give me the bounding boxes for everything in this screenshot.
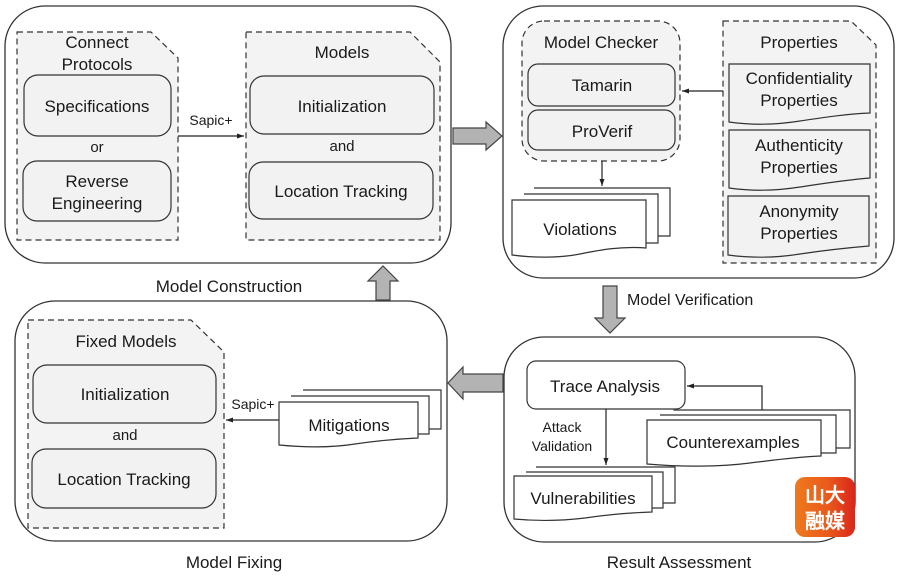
location-tracking-box[interactable] <box>248 161 434 220</box>
reverse-engineering-label-2: Engineering <box>52 194 143 213</box>
model-fixing-panel: Fixed Models Initialization and Location… <box>14 300 448 542</box>
sapic-label-top: Sapic+ <box>189 112 232 128</box>
counterexamples-to-trace-arrow <box>687 383 763 410</box>
vulnerabilities-doc[interactable]: Vulnerabilities <box>513 466 676 521</box>
counterexamples-doc-front <box>646 419 822 467</box>
violations-doc[interactable]: Violations <box>511 187 671 258</box>
specifications-box[interactable] <box>23 74 172 137</box>
fixed-location-tracking-box[interactable] <box>31 448 217 509</box>
violations-label: Violations <box>543 220 616 239</box>
fixed-initialization-box[interactable] <box>32 364 217 424</box>
reverse-engineering-label-1: Reverse <box>65 172 128 191</box>
anonymity-label-1: Anonymity <box>759 202 839 221</box>
fixed-models-group: Fixed Models Initialization and Location… <box>27 319 225 529</box>
arrow-assessment-to-fixing <box>447 365 504 401</box>
authenticity-label-1: Authenticity <box>755 136 843 155</box>
specifications-label: Specifications <box>45 97 150 116</box>
vulnerabilities-doc-front <box>513 475 653 521</box>
attack-validation-label-1: Attack <box>543 419 583 435</box>
or-label: or <box>90 139 103 156</box>
models-title: Models <box>315 43 370 62</box>
reverse-engineering-box[interactable] <box>22 160 172 222</box>
fixed-and-label: and <box>112 427 137 444</box>
connect-protocols-title-2: Protocols <box>62 55 133 74</box>
confidentiality-label-2: Properties <box>760 91 837 110</box>
watermark-logo: 山大 融媒 <box>795 477 855 537</box>
properties-title: Properties <box>760 33 837 52</box>
model-construction-panel: Connect Protocols Specifications or Reve… <box>4 5 452 264</box>
initialization-box[interactable] <box>249 75 435 135</box>
authenticity-properties-doc[interactable] <box>728 129 871 191</box>
watermark-text-2: 融媒 <box>805 510 846 533</box>
connect-protocols-title-1: Connect <box>65 33 129 52</box>
model-verification-panel: Model Checker Tamarin ProVerif Violation… <box>502 5 895 279</box>
model-verification-label: Model Verification <box>627 292 753 309</box>
model-checker-title: Model Checker <box>544 33 659 52</box>
tamarin-label: Tamarin <box>572 76 632 95</box>
fixed-models-title: Fixed Models <box>75 332 176 351</box>
model-checker-group: Model Checker Tamarin ProVerif <box>521 20 681 162</box>
vulnerabilities-label: Vulnerabilities <box>530 489 635 508</box>
mitigations-label: Mitigations <box>308 416 389 435</box>
connect-protocols-group: Connect Protocols Specifications or Reve… <box>16 31 179 241</box>
attack-validation-label-2: Validation <box>532 438 592 454</box>
arrow-construction-to-verification <box>452 120 503 152</box>
mitigations-doc[interactable]: Mitigations <box>278 389 442 448</box>
location-tracking-label: Location Tracking <box>274 182 407 201</box>
anonymity-properties-doc[interactable] <box>727 195 870 258</box>
result-assessment-label: Result Assessment <box>607 553 752 572</box>
proverif-label: ProVerif <box>572 122 633 141</box>
anonymity-label-2: Properties <box>760 224 837 243</box>
fixed-initialization-label: Initialization <box>81 385 170 404</box>
violations-doc-front <box>511 199 647 258</box>
arrow-fixing-to-construction <box>366 265 400 301</box>
result-assessment-panel: Trace Analysis Counterexamples Attack Va… <box>503 336 856 543</box>
models-group: Models Initialization and Location Track… <box>245 31 441 241</box>
confidentiality-properties-doc[interactable] <box>728 63 871 125</box>
sapic-label-bottom: Sapic+ <box>231 396 274 412</box>
watermark-background <box>795 477 855 537</box>
confidentiality-label-1: Confidentiality <box>746 69 853 88</box>
model-construction-label: Model Construction <box>156 277 302 296</box>
initialization-label: Initialization <box>298 97 387 116</box>
model-fixing-label: Model Fixing <box>186 553 282 572</box>
mitigations-doc-front <box>278 401 419 448</box>
properties-group: Properties Confidentiality Properties Au… <box>722 20 877 264</box>
fixed-location-tracking-label: Location Tracking <box>57 470 190 489</box>
authenticity-label-2: Properties <box>760 158 837 177</box>
counterexamples-doc[interactable]: Counterexamples <box>646 409 851 467</box>
tamarin-box[interactable] <box>527 63 676 107</box>
proverif-box[interactable] <box>527 109 676 151</box>
arrow-verification-to-assessment <box>593 285 627 334</box>
counterexamples-label: Counterexamples <box>666 433 799 452</box>
watermark-text-1: 山大 <box>805 484 845 507</box>
trace-analysis-label: Trace Analysis <box>550 377 660 396</box>
and-label: and <box>329 138 354 155</box>
